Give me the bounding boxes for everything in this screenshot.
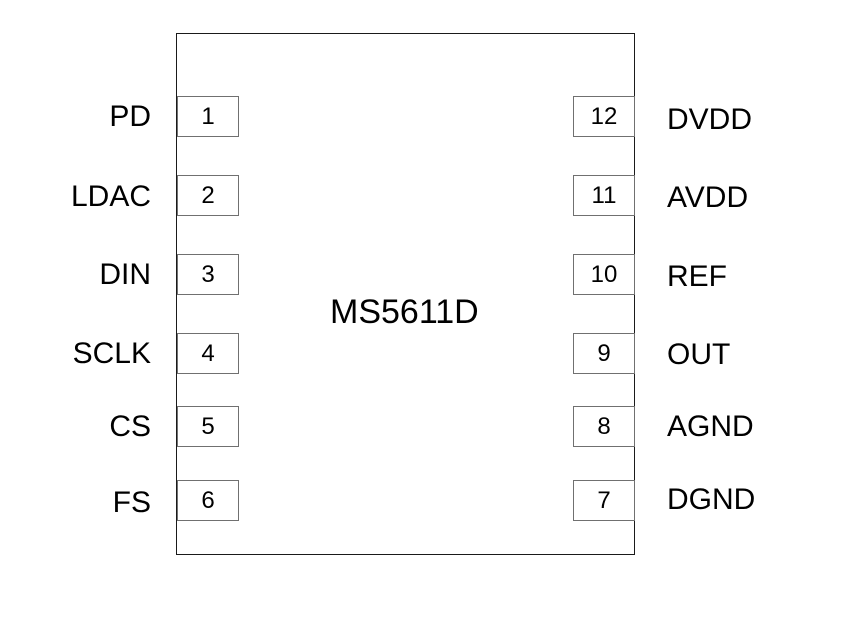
- chip-name: MS5611D: [330, 293, 479, 331]
- pin-10-box: 10: [573, 254, 635, 295]
- pin-11-box: 11: [573, 175, 635, 216]
- pin-12-box: 12: [573, 96, 635, 137]
- chip-body: [176, 33, 635, 555]
- pin-6-box: 6: [177, 480, 239, 521]
- pin-6-label: FS: [112, 486, 151, 519]
- pin-3-box: 3: [177, 254, 239, 295]
- pin-1-label: PD: [109, 100, 151, 133]
- pin-5-label: CS: [109, 410, 151, 443]
- pin-1-box: 1: [177, 96, 239, 137]
- pin-2-label: LDAC: [70, 180, 151, 213]
- pin-10-label: REF: [667, 260, 727, 293]
- pin-8-box: 8: [573, 406, 635, 447]
- pin-9-box: 9: [573, 333, 635, 374]
- pin-12-label: DVDD: [667, 103, 753, 136]
- pin-2-box: 2: [177, 175, 239, 216]
- pin-8-label: AGND: [667, 410, 754, 443]
- pin-3-label: DIN: [99, 258, 151, 291]
- pin-11-label: AVDD: [667, 181, 749, 214]
- pin-7-box: 7: [573, 480, 635, 521]
- pin-4-box: 4: [177, 333, 239, 374]
- pin-4-label: SCLK: [72, 337, 151, 370]
- pin-7-label: DGND: [667, 483, 756, 516]
- pin-9-label: OUT: [667, 338, 731, 371]
- pin-5-box: 5: [177, 406, 239, 447]
